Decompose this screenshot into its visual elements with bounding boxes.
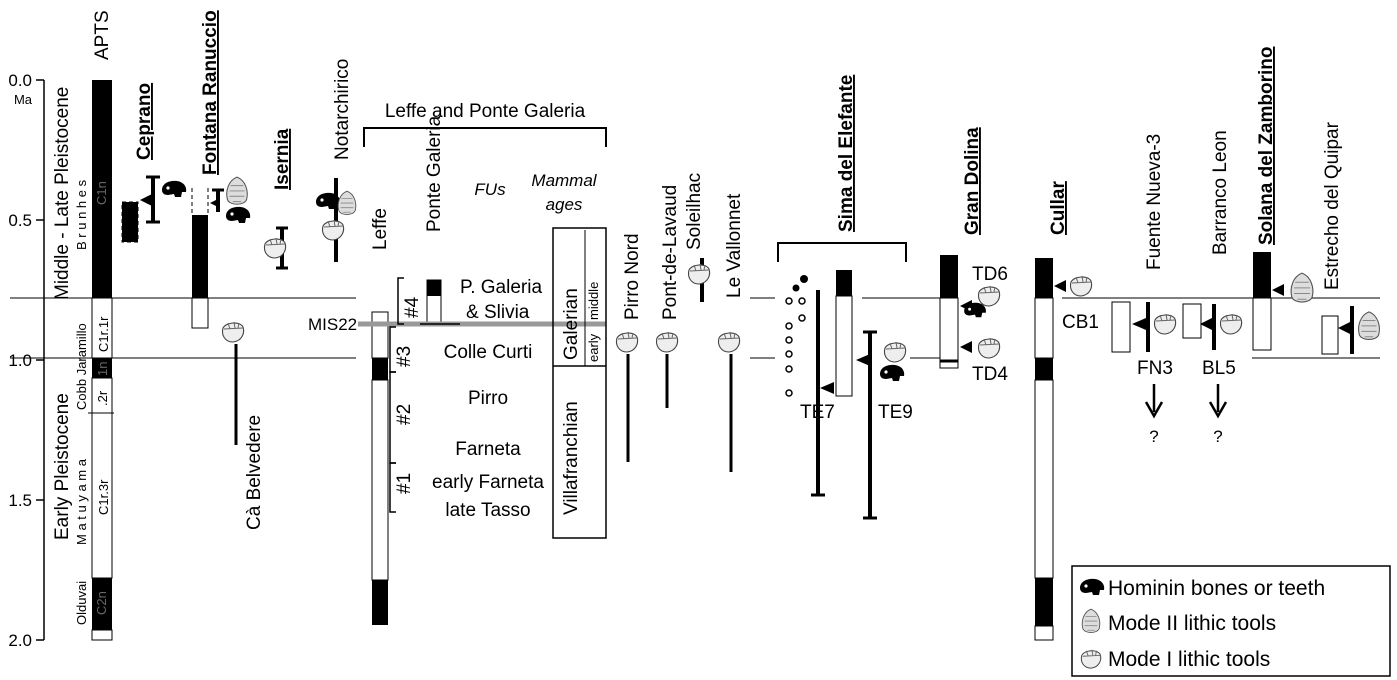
soleilhac-label: Soleilhac — [684, 173, 705, 250]
c1r2r-label: .2r — [95, 390, 110, 406]
middle-late-label: Middle - Late Pleistocene — [52, 87, 73, 300]
c1r3r-label: C1r.3r — [96, 479, 111, 515]
le-vallonnet-site: Le Vallonnet — [717, 193, 745, 472]
legend-mode2: Mode II lithic tools — [1108, 612, 1276, 635]
solana-label: Solana del Zamborino — [1256, 47, 1277, 245]
fu-farneta: Farneta — [455, 439, 521, 460]
age-axis: 0.0 Ma 0.5 1.0 1.5 2.0 — [8, 71, 45, 650]
isernia-label: Isernia — [272, 128, 293, 190]
estrecho-label: Estrecho del Quipar — [1322, 121, 1343, 290]
td6-label: TD6 — [972, 264, 1008, 285]
tick-1-0: 1.0 — [8, 351, 32, 370]
c1n-label: C1n — [94, 181, 109, 205]
fu-3-label: #3 — [394, 346, 415, 367]
fu-early-farneta: early Farneta — [432, 472, 544, 493]
pont-de-lavaud-site: Pont-de-Lavaud — [655, 185, 681, 408]
apts-column: APTS C1n C1r.1r 1n .2r C1r.3r C2n — [88, 10, 114, 641]
le-vallonnet-label: Le Vallonnet — [724, 193, 745, 298]
fn3-label: FN3 — [1137, 358, 1173, 379]
fuente-nueva-site: Fuente Nueva-3 FN3 ? — [1111, 134, 1177, 446]
fu-late-tasso: late Tasso — [445, 500, 530, 521]
olduvai-label: Olduvai — [74, 581, 89, 625]
cb1-label: CB1 — [1062, 312, 1099, 333]
early-label: Early Pleistocene — [52, 393, 73, 540]
fu-1-label: #1 — [394, 473, 415, 494]
td4-label: TD4 — [972, 364, 1008, 385]
legend-mode1: Mode I lithic tools — [1108, 648, 1270, 671]
fu-pirro: Pirro — [468, 388, 508, 409]
brunhes-label: B r u n h e s — [74, 179, 89, 250]
galerian-label: Galerian — [561, 288, 582, 360]
leffe-group-label: Leffe and Ponte Galeria — [385, 101, 586, 122]
barranco-leon-label: Barranco Leon — [1210, 130, 1231, 255]
gran-dolina-label: Gran Dolina — [962, 127, 983, 235]
fn3-question: ? — [1149, 427, 1158, 446]
cullar-site: Cullar CB1 — [1034, 181, 1099, 641]
c1r1n-label: 1n — [95, 362, 110, 376]
galerian-early: early — [586, 333, 601, 362]
te7-label: TE7 — [800, 402, 835, 423]
barranco-leon-site: Barranco Leon BL5 ? — [1182, 130, 1243, 446]
notarchirico-site: Notarchirico — [316, 59, 357, 262]
estrecho-site: Estrecho del Quipar — [1321, 121, 1380, 355]
mammal-ages-label-2: ages — [546, 195, 583, 214]
villafranchian-label: Villafranchian — [561, 401, 582, 515]
c2n-label: C2n — [94, 591, 109, 615]
tick-0: 0.0 — [8, 71, 32, 90]
mammal-ages-label-1: Mammal — [531, 171, 597, 190]
fus-label: FUs — [474, 180, 506, 199]
galerian-middle: middle — [586, 282, 601, 320]
matuyama-label: M a t u y a m a — [74, 458, 89, 545]
fuente-nueva-label: Fuente Nueva-3 — [1144, 134, 1165, 270]
fu-colle-curti: Colle Curti — [444, 342, 533, 363]
chopper-icon — [1080, 649, 1102, 669]
leffe-label: Leffe — [370, 208, 391, 250]
ceprano-label: Ceprano — [134, 83, 155, 160]
isernia-site: Isernia — [263, 128, 293, 270]
te9-label: TE9 — [878, 402, 913, 423]
fu-slivia: & Slivia — [466, 302, 530, 323]
fontana-label: Fontana Ranuccio — [200, 10, 221, 175]
solana-site: Solana del Zamborino — [1252, 47, 1314, 351]
pont-de-lavaud-label: Pont-de-Lavaud — [660, 185, 681, 320]
ceprano-site: Ceprano — [121, 83, 187, 243]
ponte-galeria-label: Ponte Galeria — [424, 115, 445, 232]
sima-del-elefante-site: Sima del Elefante TE7 TE9 — [777, 75, 913, 520]
sima-label: Sima del Elefante — [836, 75, 857, 232]
boundary-lines — [10, 297, 1380, 359]
soleilhac-site: Soleilhac — [684, 173, 711, 302]
fu-4-label: #4 — [402, 296, 423, 318]
pirro-nord-site: Pirro Nord — [615, 233, 643, 462]
mis22-label: MIS22 — [308, 315, 357, 334]
tick-1-5: 1.5 — [8, 491, 32, 510]
cobb-jaramillo-label: Cobb Jaramillo — [74, 323, 89, 410]
bl5-label: BL5 — [1202, 358, 1236, 379]
tick-2-0: 2.0 — [8, 631, 32, 650]
legend-hominin: Hominin bones or teeth — [1108, 577, 1325, 600]
bl5-question: ? — [1213, 427, 1222, 446]
ca-belvedere-label: Cà Belvedere — [244, 415, 265, 530]
gran-dolina-site: Gran Dolina TD6 TD4 — [939, 127, 1008, 385]
leffe-ponte-galeria-group: Leffe and Ponte Galeria Leffe Ponte Gale… — [308, 101, 607, 625]
tick-0-5: 0.5 — [8, 211, 32, 230]
fu-pgaleria: P. Galeria — [460, 277, 542, 298]
notarchirico-label: Notarchirico — [332, 59, 353, 160]
apts-label: APTS — [92, 10, 113, 60]
legend: Hominin bones or teeth Mode II lithic to… — [1071, 565, 1391, 677]
pirro-nord-label: Pirro Nord — [622, 233, 643, 320]
fu-2-label: #2 — [394, 404, 415, 425]
fontana-ranuccio-site: Fontana Ranuccio Cà Belvedere — [191, 10, 265, 530]
axis-unit: Ma — [14, 92, 33, 107]
c1r1r-label: C1r.1r — [96, 316, 111, 352]
cullar-label: Cullar — [1048, 181, 1069, 235]
